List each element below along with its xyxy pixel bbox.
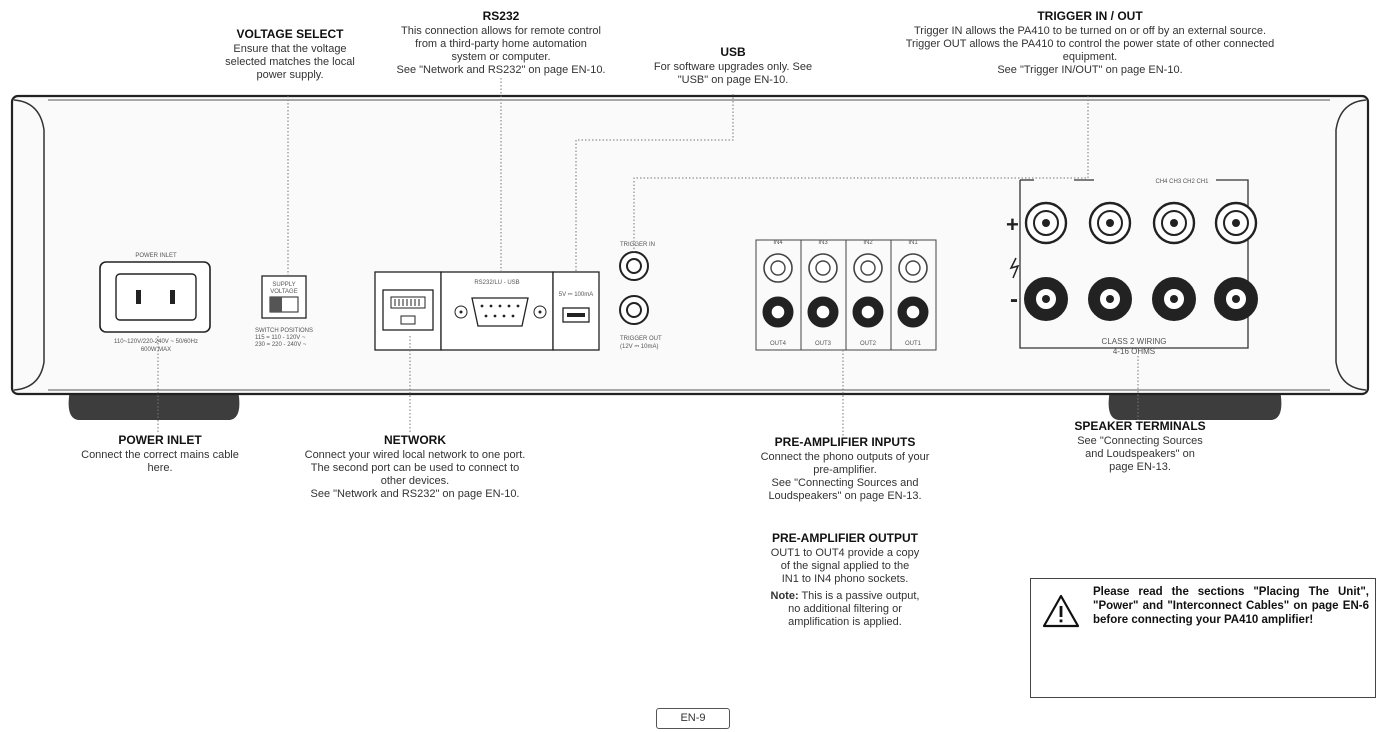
power-inlet-heading: POWER INLET xyxy=(118,433,202,447)
warning-box: Please read the sections "Placing The Un… xyxy=(1030,578,1376,698)
usb-callout: USB For software upgrades only. See "USB… xyxy=(628,46,838,87)
supply-label-2: VOLTAGE xyxy=(270,289,297,295)
trigger-in-panel-label: TRIGGER IN xyxy=(620,242,655,248)
speaker-terminal-negative-pin xyxy=(1170,295,1178,303)
output-label-3: OUT2 xyxy=(860,341,877,347)
phono-input-pin xyxy=(815,260,831,276)
switch-pos-1: SWITCH POSITIONS xyxy=(255,328,313,334)
phono-input-pin xyxy=(905,260,921,276)
preamp-inputs-callout: PRE-AMPLIFIER INPUTS Connect the phono o… xyxy=(730,436,960,503)
leader-lines xyxy=(157,78,1139,436)
preamp-inputs-body: Connect the phono outputs of your pre-am… xyxy=(760,451,930,502)
input-label-1: IN4 xyxy=(773,240,783,246)
voltage-select-callout: VOLTAGE SELECT Ensure that the voltage s… xyxy=(200,28,380,82)
power-rating-1: 110~120V/220-240V ~ 50/60Hz xyxy=(114,339,198,345)
class2-label-2: 4-16 OHMS xyxy=(1113,347,1155,356)
voltage-select-switch: SUPPLY VOLTAGE SWITCH POSITIONS 115 = 11… xyxy=(255,275,313,348)
trigger-out-panel-label: TRIGGER OUT xyxy=(620,336,662,342)
warning-text: Please read the sections "Placing The Un… xyxy=(1093,586,1369,626)
network-body: Connect your wired local network to one … xyxy=(304,449,526,500)
minus-sign: - xyxy=(1010,286,1018,313)
warning-triangle-icon xyxy=(1042,594,1080,628)
chassis-outline xyxy=(10,94,1370,396)
speaker-terminal-positive-pin xyxy=(1170,219,1178,227)
preamp-output-body: OUT1 to OUT4 provide a copy of the signa… xyxy=(770,547,920,585)
input-label-2: IN3 xyxy=(818,240,828,246)
speaker-terminal-negative-pin xyxy=(1232,295,1240,303)
usb-rating: 5V ⎓ 100mA xyxy=(559,292,593,298)
usb-port: 5V ⎓ 100mA xyxy=(552,271,600,351)
speaker-terminal-positive-pin xyxy=(1042,219,1050,227)
note-label: Note: xyxy=(770,590,799,602)
output-label-2: OUT3 xyxy=(815,341,832,347)
plus-sign: + xyxy=(1006,212,1019,237)
voltage-select-body: Ensure that the voltage selected matches… xyxy=(225,43,355,81)
rs232-port: RS232/LU - USB xyxy=(440,271,554,351)
trigger-sockets: TRIGGER IN TRIGGER OUT (12V ⎓ 10mA) xyxy=(619,242,662,350)
speaker-channel-labels: CH4 CH3 CH2 CH1 xyxy=(1155,179,1209,185)
rs232-callout: RS232 This connection allows for remote … xyxy=(376,10,626,77)
trigger-heading: TRIGGER IN / OUT xyxy=(1037,9,1143,23)
preamp-output-note: Note: This is a passive output, no addit… xyxy=(740,590,950,629)
speaker-terminal-positive-pin xyxy=(1106,219,1114,227)
speaker-terminal-positive-pin xyxy=(1232,219,1240,227)
rs232-usb-panel-label: RS232/LU - USB xyxy=(474,280,519,286)
phono-input-pin xyxy=(770,260,786,276)
network-port xyxy=(374,271,442,351)
output-label-1: OUT4 xyxy=(770,341,787,347)
power-inlet-body: Connect the correct mains cable here. xyxy=(81,449,239,474)
page-number: EN-9 xyxy=(656,708,730,729)
phono-output-pin xyxy=(770,304,786,320)
power-inlet-panel-label: POWER INLET xyxy=(135,253,177,259)
network-heading: NETWORK xyxy=(384,433,446,447)
left-foot xyxy=(68,390,240,420)
speaker-terminal-block: CH4 CH3 CH2 CH1 + - CLASS 2 WIRING 4-16 … xyxy=(1006,179,1258,356)
lightning-icon xyxy=(1009,257,1020,279)
speaker-terminal-negative-pin xyxy=(1106,295,1114,303)
note-body: This is a passive output, no additional … xyxy=(788,590,920,628)
trigger-callout: TRIGGER IN / OUT Trigger IN allows the P… xyxy=(850,10,1330,77)
speaker-terminal-negative-pin xyxy=(1042,295,1050,303)
switch-pos-2: 115 = 110 - 120V ~ xyxy=(255,335,306,341)
rs232-heading: RS232 xyxy=(482,9,520,23)
supply-label-1: SUPPLY xyxy=(272,282,295,288)
class2-label-1: CLASS 2 WIRING xyxy=(1102,337,1167,346)
phono-input-pin xyxy=(860,260,876,276)
power-rating-2: 600W MAX xyxy=(141,347,171,353)
preamp-output-heading: PRE-AMPLIFIER OUTPUT xyxy=(772,531,918,545)
trigger-body: Trigger IN allows the PA410 to be turned… xyxy=(905,25,1275,76)
preamp-output-callout: PRE-AMPLIFIER OUTPUT OUT1 to OUT4 provid… xyxy=(740,532,950,629)
speaker-terminals-body: See "Connecting Sources and Loudspeakers… xyxy=(1077,435,1203,473)
input-label-4: IN1 xyxy=(908,240,918,246)
right-foot xyxy=(1108,390,1282,420)
trigger-out-rating: (12V ⎓ 10mA) xyxy=(620,344,658,350)
power-inlet: POWER INLET 110~120V/220-240V ~ 50/60Hz … xyxy=(99,253,211,353)
speaker-terminals-callout: SPEAKER TERMINALS See "Connecting Source… xyxy=(1050,420,1230,474)
phono-output-pin xyxy=(860,304,876,320)
phono-output-pin xyxy=(905,304,921,320)
phono-output-pin xyxy=(815,304,831,320)
preamp-inputs-heading: PRE-AMPLIFIER INPUTS xyxy=(774,435,916,449)
power-inlet-callout: POWER INLET Connect the correct mains ca… xyxy=(60,434,260,475)
speaker-terminals-heading: SPEAKER TERMINALS xyxy=(1074,419,1206,433)
input-label-3: IN2 xyxy=(863,240,873,246)
network-callout: NETWORK Connect your wired local network… xyxy=(270,434,560,501)
switch-pos-3: 230 = 220 - 240V ~ xyxy=(255,342,307,348)
output-label-4: OUT1 xyxy=(905,341,922,347)
usb-heading: USB xyxy=(720,45,746,59)
usb-body: For software upgrades only. See "USB" on… xyxy=(653,61,813,86)
rs232-body: This connection allows for remote contro… xyxy=(396,25,606,76)
voltage-select-heading: VOLTAGE SELECT xyxy=(236,27,344,41)
